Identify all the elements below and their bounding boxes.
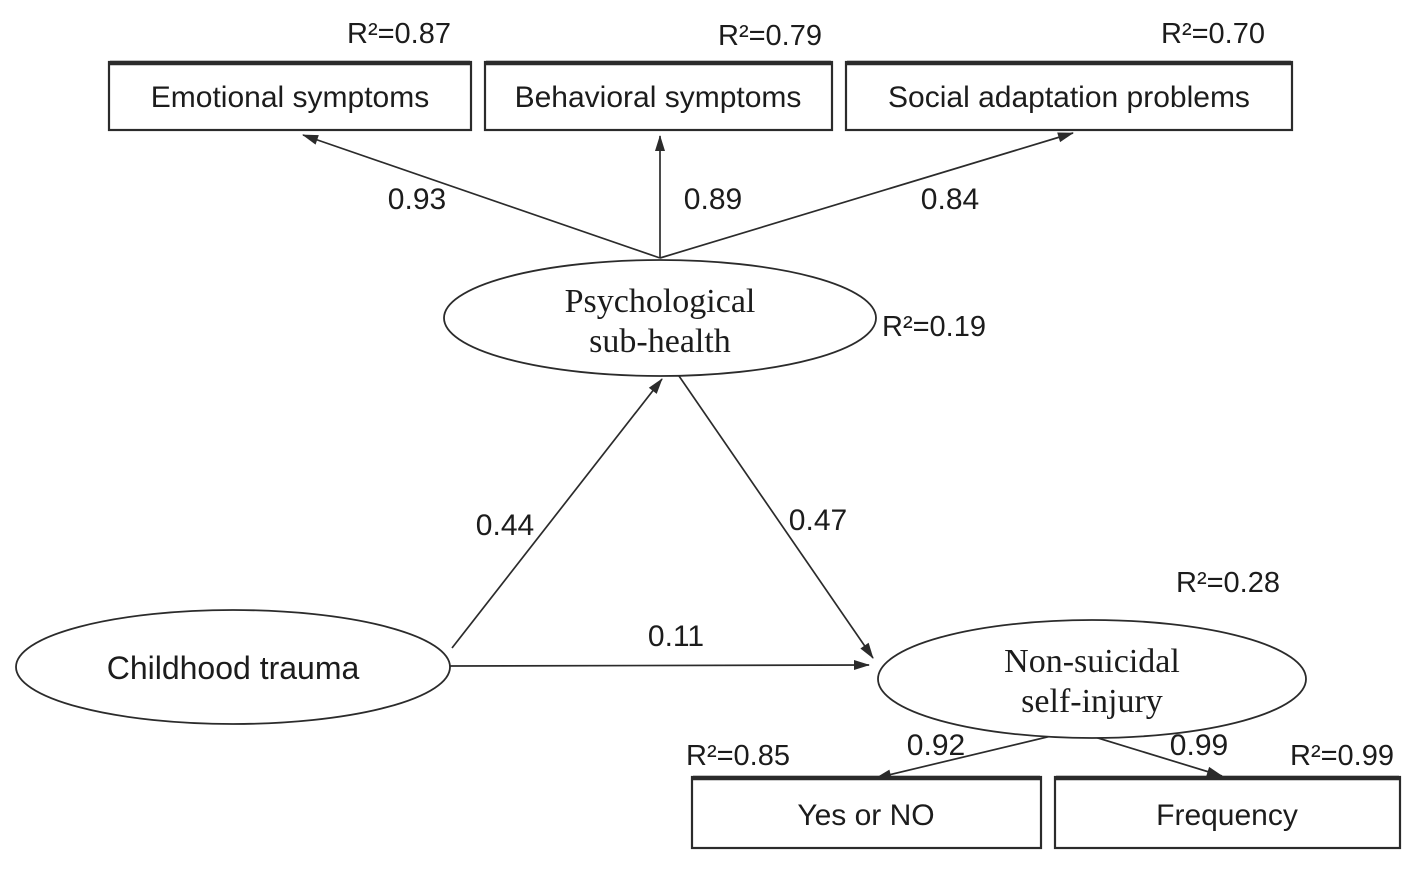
loading-social-adaptation: 0.84 — [921, 183, 979, 216]
r2-frequency: R²=0.99 — [1290, 740, 1394, 772]
r2-yes-or-no: R²=0.85 — [686, 740, 790, 772]
coef-psh-to-nssi: 0.47 — [789, 504, 847, 537]
coef-nssi-to-frequency: 0.99 — [1170, 729, 1228, 762]
arrow-childhood-trauma-to-nssi — [449, 660, 870, 671]
social-adaptation-label: Social adaptation problems — [888, 81, 1250, 114]
frequency-label: Frequency — [1156, 799, 1298, 832]
frequency-box — [1053, 775, 1402, 850]
childhood-trauma-ellipse — [15, 609, 451, 725]
r2-social-adaptation: R²=0.70 — [1161, 18, 1265, 50]
psychological-sub-health-ellipse — [443, 259, 877, 377]
arrow-psh-to-social-adaptation — [659, 132, 1074, 259]
psychological-sub-health-label-line2: sub-health — [589, 323, 731, 360]
non-suicidal-self-injury-label-line2: self-injury — [1021, 683, 1163, 720]
psychological-sub-health-label-line1: Psychological — [565, 283, 756, 320]
non-suicidal-self-injury-label-line1: Non-suicidal — [1004, 643, 1180, 680]
non-suicidal-self-injury-ellipse — [877, 619, 1307, 739]
emotional-symptoms-label: Emotional symptoms — [151, 81, 429, 114]
coef-childhood-trauma-to-nssi: 0.11 — [648, 620, 704, 653]
r2-psychological-sub-health: R²=0.19 — [882, 311, 986, 343]
childhood-trauma-label: Childhood trauma — [107, 650, 360, 686]
arrow-psh-to-nssi — [678, 375, 874, 659]
r2-non-suicidal-self-injury: R²=0.28 — [1176, 567, 1280, 599]
social-adaptation-box — [844, 60, 1294, 132]
yes-or-no-box — [690, 775, 1043, 850]
loading-behavioral-symptoms: 0.89 — [684, 183, 742, 216]
loading-emotional-symptoms: 0.93 — [388, 183, 446, 216]
yes-or-no-label: Yes or NO — [797, 799, 934, 832]
arrow-childhood-trauma-to-psh — [451, 378, 663, 649]
arrow-psh-to-emotional-symptoms — [302, 134, 661, 259]
emotional-symptoms-box — [107, 60, 473, 132]
r2-behavioral-symptoms: R²=0.79 — [718, 20, 822, 52]
coef-childhood-trauma-to-psh: 0.44 — [476, 509, 534, 542]
r2-emotional-symptoms: R²=0.87 — [347, 18, 451, 50]
behavioral-symptoms-label: Behavioral symptoms — [515, 81, 802, 114]
coef-nssi-to-yes-or-no: 0.92 — [907, 729, 965, 762]
behavioral-symptoms-box — [483, 60, 834, 132]
